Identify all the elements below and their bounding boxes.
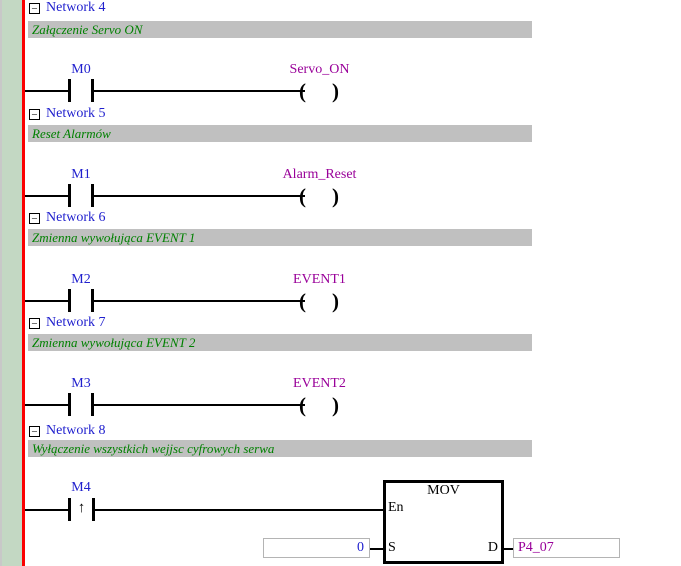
window-left-border bbox=[0, 0, 2, 566]
contact-device-label[interactable]: M1 bbox=[71, 167, 91, 182]
operand-connector-line bbox=[504, 548, 513, 550]
collapse-icon[interactable]: − bbox=[29, 3, 40, 14]
pin-d-label: D bbox=[487, 540, 498, 555]
output-coil[interactable]: ( ) bbox=[299, 288, 339, 314]
minus-glyph: − bbox=[31, 425, 38, 438]
contact-bar-right[interactable] bbox=[91, 79, 94, 102]
collapse-icon[interactable]: − bbox=[29, 426, 40, 437]
left-power-rail bbox=[22, 0, 25, 566]
instruction-title: MOV bbox=[427, 483, 460, 498]
network-4: − Network 4 Załączenie Servo ON M0 Servo… bbox=[0, 0, 681, 108]
minus-glyph: − bbox=[31, 108, 38, 121]
minus-glyph: − bbox=[31, 317, 38, 330]
rising-edge-icon: ↑ bbox=[77, 500, 86, 516]
network-comment[interactable]: Wyłączenie wszystkich wejjsc cyfrowych s… bbox=[28, 440, 532, 457]
pin-s-label: S bbox=[388, 540, 396, 555]
rung-line bbox=[94, 404, 305, 406]
collapse-icon[interactable]: − bbox=[29, 213, 40, 224]
collapse-icon[interactable]: − bbox=[29, 109, 40, 120]
rung-line bbox=[25, 195, 68, 197]
network-5: − Network 5 Reset Alarmów M1 Alarm_Reset… bbox=[0, 106, 681, 212]
network-comment[interactable]: Zmienna wywołująca EVENT 2 bbox=[28, 334, 532, 351]
minus-glyph: − bbox=[31, 2, 38, 15]
contact-bar-left[interactable] bbox=[68, 289, 71, 312]
coil-symbol-label[interactable]: Servo_ON bbox=[289, 62, 350, 77]
contact-bar-left[interactable] bbox=[68, 393, 71, 416]
operand-connector-line bbox=[370, 548, 383, 550]
contact-device-label[interactable]: M3 bbox=[71, 376, 91, 391]
rung-line bbox=[25, 404, 68, 406]
contact-bar-left[interactable] bbox=[68, 498, 71, 521]
contact-device-label[interactable]: M0 bbox=[71, 62, 91, 77]
collapse-icon[interactable]: − bbox=[29, 318, 40, 329]
output-coil[interactable]: ( ) bbox=[299, 183, 339, 209]
destination-operand-field[interactable]: P4_07 bbox=[513, 538, 620, 558]
contact-device-label[interactable]: M4 bbox=[71, 480, 91, 495]
network-7: − Network 7 Zmienna wywołująca EVENT 2 M… bbox=[0, 315, 681, 425]
coil-symbol-label[interactable]: Alarm_Reset bbox=[282, 167, 357, 182]
coil-symbol-label[interactable]: EVENT1 bbox=[293, 272, 346, 287]
rung-line bbox=[95, 509, 383, 511]
mov-instruction-block[interactable]: MOV En S D bbox=[383, 480, 504, 564]
coil-symbol-label[interactable]: EVENT2 bbox=[293, 376, 346, 391]
editor-left-margin bbox=[2, 0, 22, 566]
rung-line bbox=[25, 509, 68, 511]
network-title[interactable]: Network 6 bbox=[46, 210, 106, 225]
contact-bar-left[interactable] bbox=[68, 184, 71, 207]
contact-bar-right[interactable] bbox=[91, 184, 94, 207]
minus-glyph: − bbox=[31, 212, 38, 225]
contact-device-label[interactable]: M2 bbox=[71, 272, 91, 287]
coil-right-paren: ) bbox=[332, 78, 339, 103]
network-8: − Network 8 Wyłączenie wszystkich wejjsc… bbox=[0, 423, 681, 566]
output-coil[interactable]: ( ) bbox=[299, 392, 339, 418]
rung-line bbox=[25, 300, 68, 302]
network-title[interactable]: Network 7 bbox=[46, 315, 106, 330]
pin-en-label: En bbox=[388, 500, 404, 515]
rung-line bbox=[94, 300, 305, 302]
contact-bar-left[interactable] bbox=[68, 79, 71, 102]
network-comment[interactable]: Załączenie Servo ON bbox=[28, 21, 532, 38]
network-title[interactable]: Network 5 bbox=[46, 106, 106, 121]
output-coil[interactable]: ( ) bbox=[299, 78, 339, 104]
contact-bar-right[interactable] bbox=[91, 393, 94, 416]
coil-left-paren: ( bbox=[299, 183, 306, 208]
contact-bar-right[interactable] bbox=[92, 498, 95, 521]
rung-line bbox=[94, 90, 305, 92]
coil-left-paren: ( bbox=[299, 392, 306, 417]
source-operand-field[interactable]: 0 bbox=[263, 538, 370, 558]
network-6: − Network 6 Zmienna wywołująca EVENT 1 M… bbox=[0, 210, 681, 317]
network-title[interactable]: Network 8 bbox=[46, 423, 106, 438]
contact-bar-right[interactable] bbox=[91, 289, 94, 312]
rung-line bbox=[94, 195, 305, 197]
coil-left-paren: ( bbox=[299, 78, 306, 103]
network-comment[interactable]: Reset Alarmów bbox=[28, 125, 532, 142]
network-title[interactable]: Network 4 bbox=[46, 0, 106, 15]
coil-left-paren: ( bbox=[299, 288, 306, 313]
coil-right-paren: ) bbox=[332, 288, 339, 313]
coil-right-paren: ) bbox=[332, 392, 339, 417]
network-comment[interactable]: Zmienna wywołująca EVENT 1 bbox=[28, 229, 532, 246]
rung-line bbox=[25, 90, 68, 92]
coil-right-paren: ) bbox=[332, 183, 339, 208]
